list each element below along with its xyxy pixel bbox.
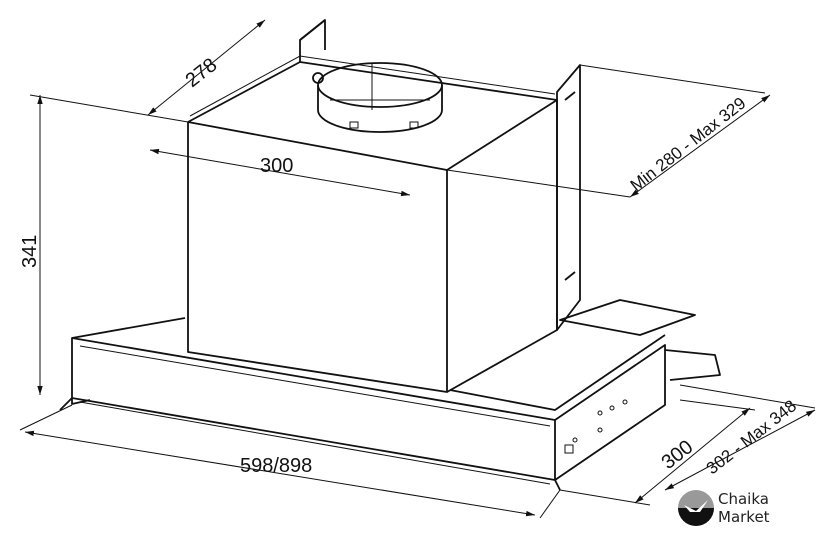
- dim-width-total: 598/898: [240, 455, 312, 477]
- logo-line2: Market: [718, 508, 770, 526]
- lower-tray: [59, 299, 721, 491]
- dim-adjust-bottom: 302 - Max 348: [703, 396, 800, 478]
- dim-width-box: 300: [260, 155, 293, 177]
- dim-depth-bottom: 300: [658, 436, 698, 474]
- exhaust-collar: [312, 62, 443, 133]
- chaika-market-logo: Chaika Market: [678, 490, 770, 526]
- logo-line1: Chaika: [718, 490, 769, 508]
- chimney-box: [187, 19, 581, 393]
- dim-height: 341: [19, 235, 41, 268]
- dimension-lines: [19, 19, 816, 519]
- dim-adjust-top: Min 280 - Max 329: [627, 93, 750, 195]
